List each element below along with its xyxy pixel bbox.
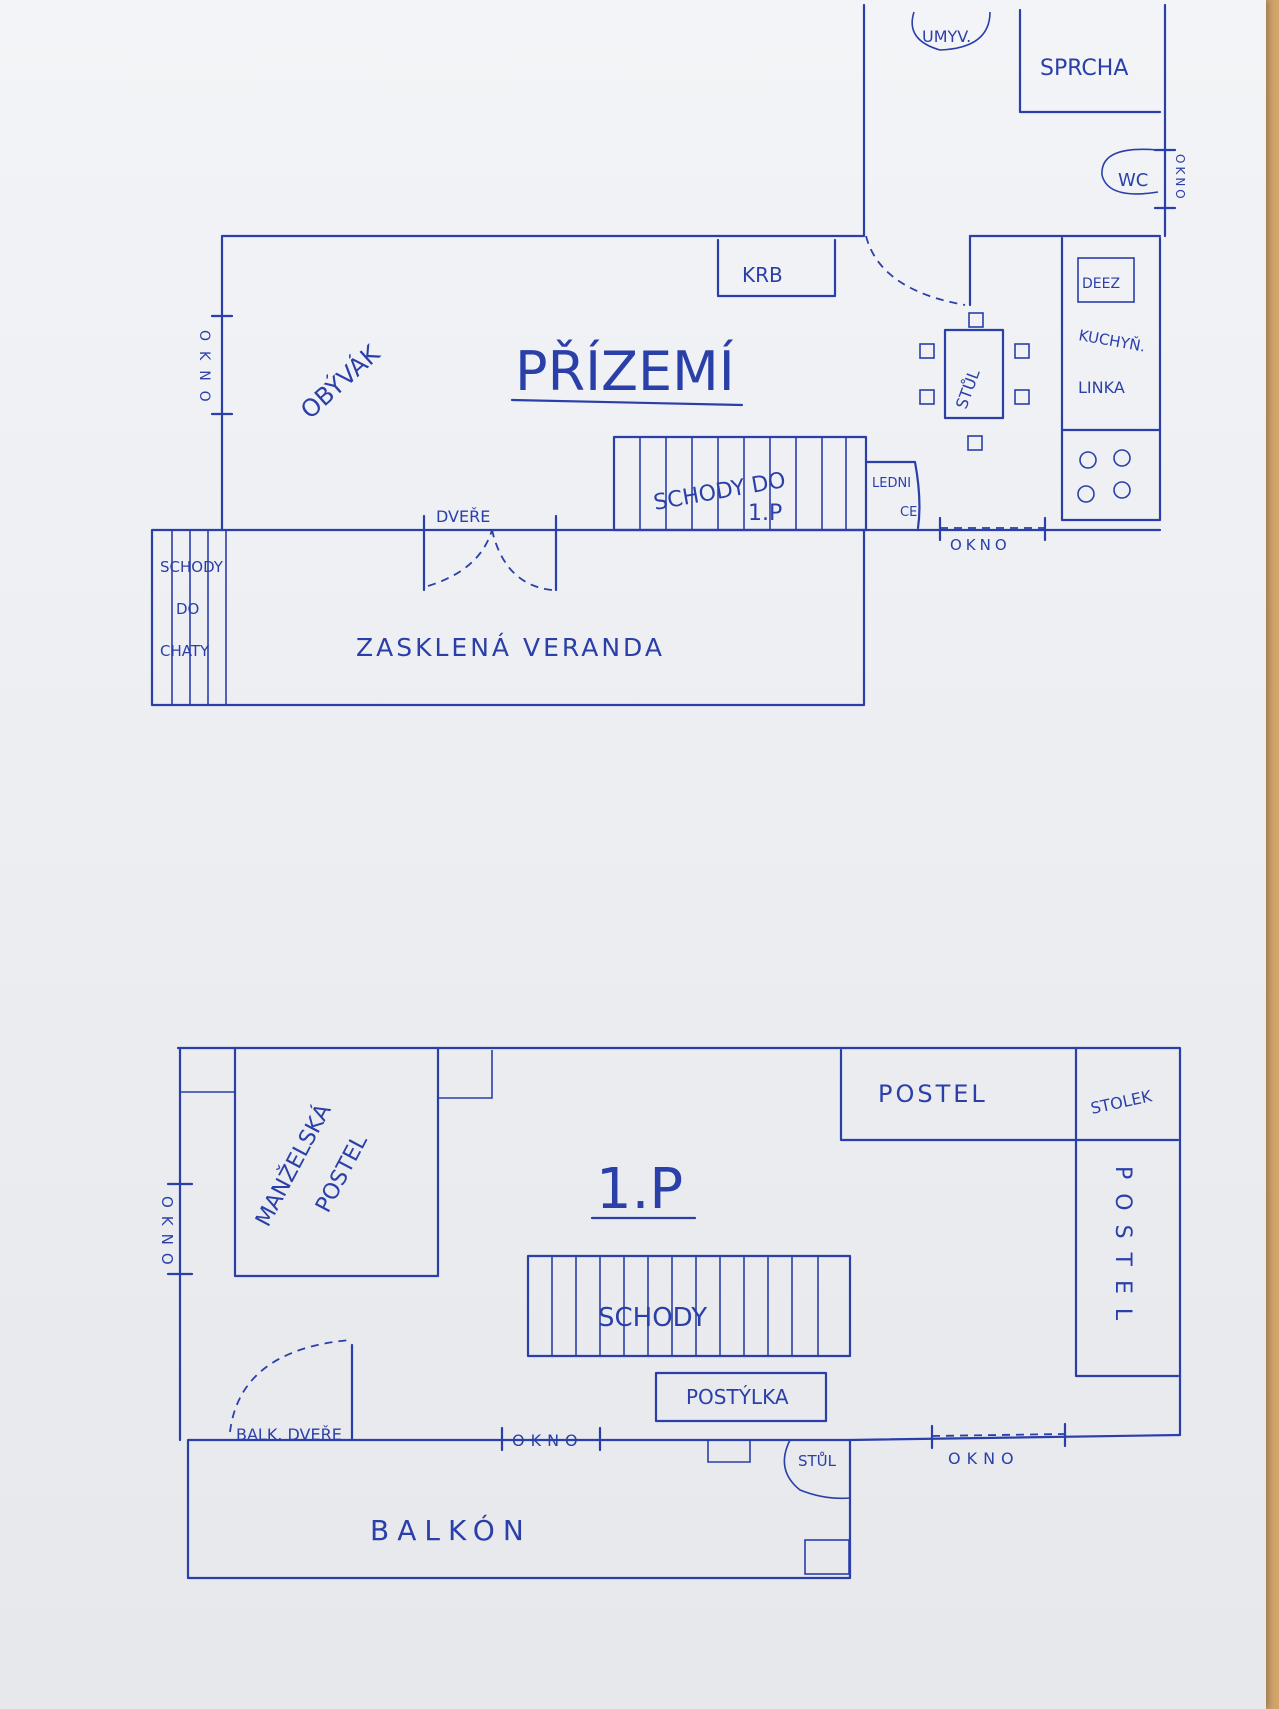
chair-icon [919,343,935,359]
balcony-box [804,1539,850,1575]
side-table-label: STOLEK [1089,1086,1154,1118]
dining-table [943,328,1005,420]
window-kitchen-label: OKNO [950,536,1011,554]
doors-label: DVEŘE [436,507,490,526]
stair-treads-first [551,1256,819,1356]
shower-outline [1018,8,1162,114]
chair-icon [1014,343,1030,359]
stair-treads [639,437,847,530]
crib-label: POSTÝLKA [686,1385,789,1409]
double-bed [233,1046,440,1278]
fireplace-label: KRB [742,263,783,287]
hut-stairs [171,530,227,705]
balcony-table-label: STŮL [798,1451,837,1470]
double-bed-label-2: POSTEL [311,1130,373,1217]
wc-bowl [1101,148,1159,195]
kitchen-label-1: KUCHYŇ. [1077,325,1147,355]
kitchen-label-2: LINKA [1078,378,1125,397]
ground-floor-title: PŘÍZEMÍ [515,340,735,403]
window-right-first [931,1433,1066,1437]
veranda-label: ZASKLENÁ VERANDA [356,633,665,662]
door-swing-bathroom [865,235,966,306]
door-swing-right [491,529,553,591]
stairs-to-first-floor [612,435,868,532]
bed-top [839,1048,1180,1142]
window-right-label: OKNO [948,1449,1020,1468]
stove-burner-icon [1113,481,1131,499]
chair-icon [919,389,935,405]
fireplace-outline [716,238,837,298]
fridge-label-1: LEDNI [872,476,911,491]
balcony-outline [186,1438,852,1580]
hut-stairs-label-3: CHATY [160,642,210,660]
balcony-label: BALKÓN [370,1513,532,1547]
window-middle-label: OKNO [512,1431,584,1450]
shower-label: SPRCHA [1040,56,1128,81]
stove-burner-icon [1079,451,1097,469]
window-left-label: OKNO [196,330,212,412]
stove-burner-icon [1113,449,1131,467]
stairs-label: SCHODY [598,1303,707,1333]
fridge-outline [864,460,921,530]
washbasin-label: UMYV. [922,27,971,46]
living-room-label: OBÝVÁK [295,338,386,424]
stairs-label-2: 1.P [748,501,782,526]
ground-floor-plan: PŘÍZEMÍ OBÝVÁK KRB SPRCHA UMYV. WC STŮL … [150,3,1187,707]
veranda-outline [150,528,866,707]
stairs-first-floor [526,1254,852,1358]
window-wc-label: OKNO [1173,154,1187,202]
ground-wall-left-top [220,3,866,532]
kitchen-counter [1060,236,1162,522]
first-floor-outer-top [176,1046,1182,1437]
freezer-box [1077,257,1135,303]
table-label: STŮL [952,367,984,412]
first-floor-bottom-wall [848,1433,1182,1442]
ground-title-underline [510,398,744,407]
hut-stairs-label-2: DO [176,600,199,618]
stove-burner-icon [1077,485,1095,503]
freezer-label: DEEZ [1082,276,1120,292]
small-box [707,1440,751,1463]
first-floor-plan: 1.P MANŽELSKÁ POSTEL POSTEL STOLEK POSTE… [158,1046,1182,1580]
balcony-doors-label: BALK. DVEŘE [236,1425,342,1444]
bed-top-label: POSTEL [878,1080,988,1108]
first-floor-title: 1.P [596,1157,683,1222]
washbasin-outline [911,11,991,51]
bed-right [1074,1138,1180,1378]
crib [654,1371,828,1423]
bed-right-label: POSTEL [1110,1166,1135,1334]
nightstand-right [438,1050,493,1099]
wc-label: WC [1118,170,1148,191]
balcony-door-swing [229,1339,351,1433]
hut-stairs-label-1: SCHODY [160,558,224,576]
chair-icon [967,435,983,451]
fridge-label-2: CE [900,505,917,520]
chair-icon [1014,389,1030,405]
balcony-table [783,1439,851,1500]
chair-icon [968,312,984,328]
door-swing-left [427,529,493,587]
window-left-label-first: OKNO [158,1196,176,1273]
